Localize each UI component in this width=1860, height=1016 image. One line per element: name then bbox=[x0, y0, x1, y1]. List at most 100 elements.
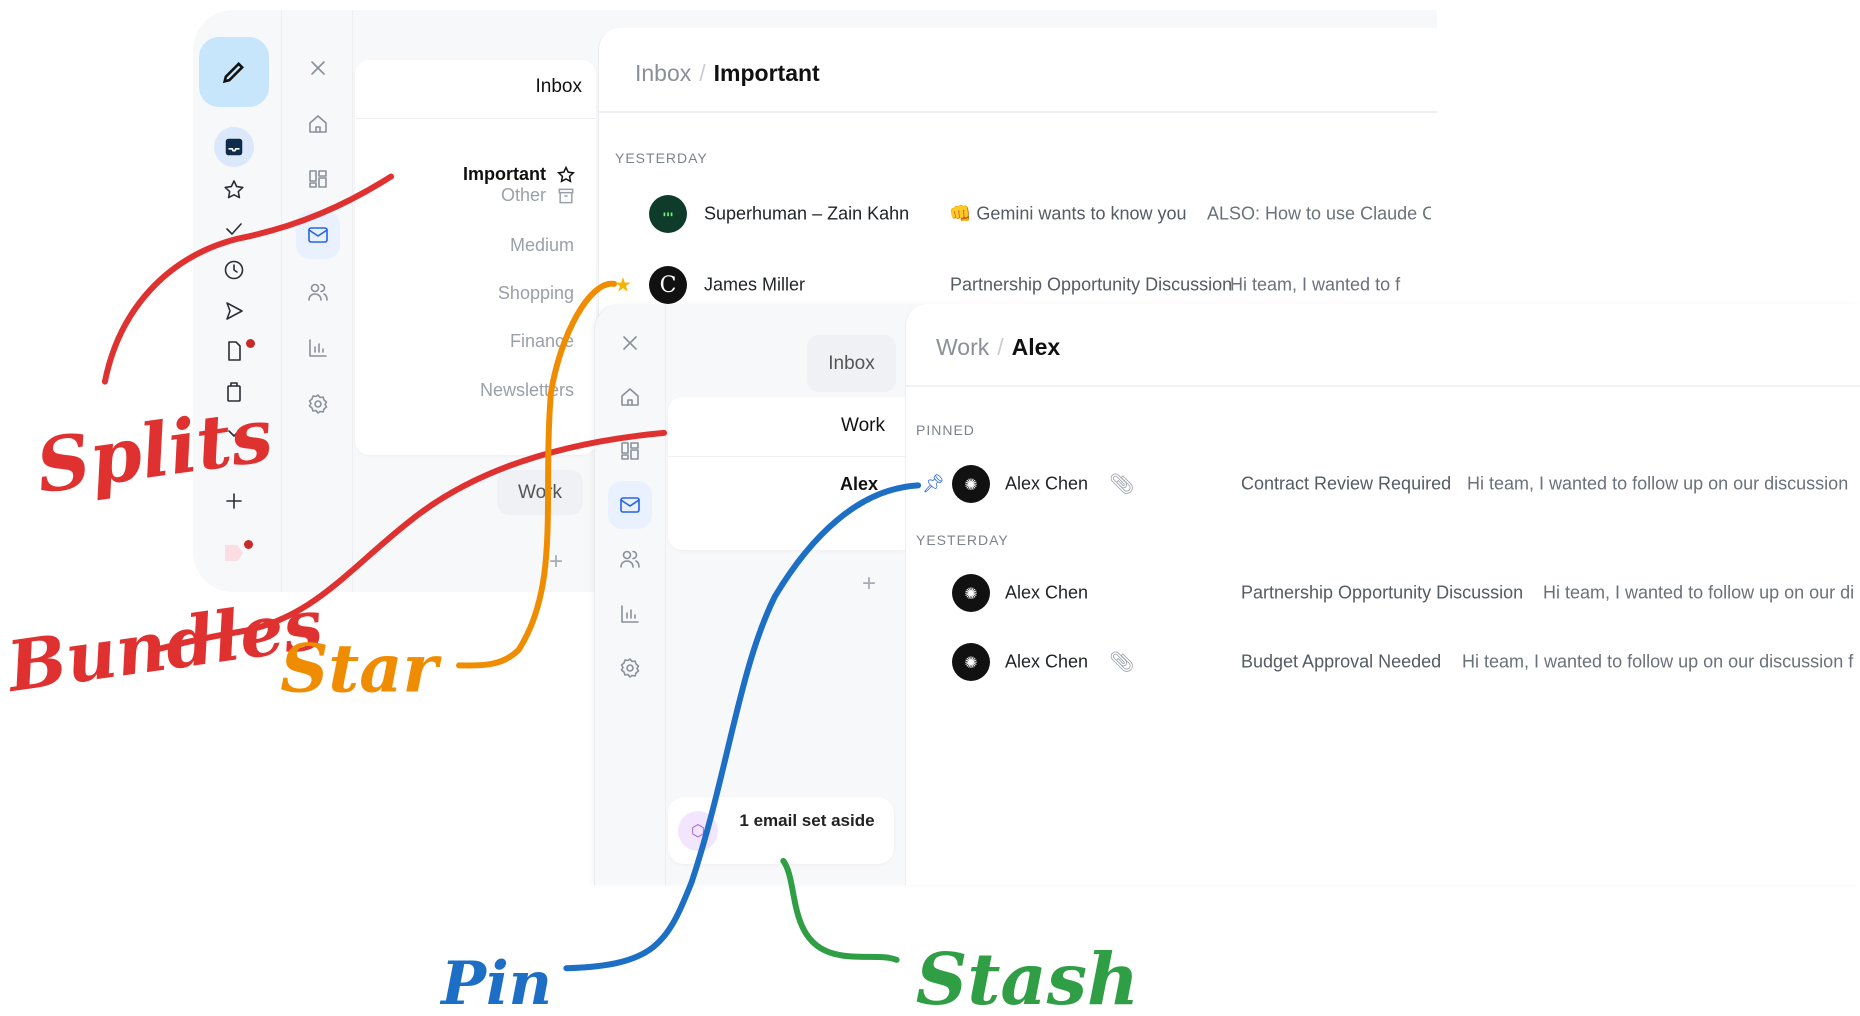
inbox-header: Inbox bbox=[535, 76, 582, 97]
preview: Hi team, I wanted to follow up on our di… bbox=[1467, 473, 1849, 494]
stash-label: 1 email set aside bbox=[739, 811, 875, 830]
pin-annotation: Pin bbox=[439, 949, 552, 1016]
email-row[interactable]: ★ C James Miller Partnership Opportunity… bbox=[599, 265, 1437, 305]
drafts-rail-icon[interactable] bbox=[220, 337, 248, 365]
add-bundle-icon[interactable]: + bbox=[549, 548, 564, 575]
clipboard-rail-icon[interactable] bbox=[220, 378, 248, 406]
superhuman-avatar: ▮▮▮ bbox=[649, 195, 687, 233]
starred-rail-icon[interactable] bbox=[220, 176, 248, 204]
page-title: Alex bbox=[1011, 334, 1061, 360]
email-list-panel: Work/Alex PINNED 📌︎ ✺ Alex Chen 📎︎ Contr… bbox=[905, 304, 1860, 885]
star-filled-icon[interactable]: ★ bbox=[614, 274, 632, 297]
avatar: ✺ bbox=[952, 643, 990, 681]
subject: 👊 Gemini wants to know you bbox=[949, 203, 1187, 224]
avatar: ✺ bbox=[952, 465, 990, 503]
left-rail bbox=[193, 10, 281, 592]
done-rail-icon[interactable] bbox=[220, 215, 248, 243]
split-medium[interactable]: Medium bbox=[509, 235, 574, 255]
paperclip-icon: 📎︎ bbox=[1109, 473, 1135, 496]
settings-icon[interactable] bbox=[616, 654, 644, 682]
bundle-alex[interactable]: Alex bbox=[839, 474, 878, 494]
bundle-card: Work Alex bbox=[668, 397, 905, 550]
star-annotation: Star bbox=[280, 629, 442, 708]
avatar: ✺ bbox=[952, 574, 990, 612]
email-row[interactable]: ✺ Alex Chen Partnership Opportunity Disc… bbox=[906, 573, 1860, 613]
email-row[interactable]: ▮▮▮ Superhuman – Zain Kahn 👊 Gemini want… bbox=[599, 194, 1437, 234]
inbox-pill[interactable]: Inbox bbox=[807, 335, 896, 392]
pin-icon[interactable]: 📌︎ bbox=[922, 473, 945, 494]
email-row[interactable]: ✺ Alex Chen 📎︎ Budget Approval Needed Hi… bbox=[906, 642, 1860, 682]
compose-button[interactable] bbox=[199, 37, 269, 107]
add-bundle-icon[interactable]: + bbox=[862, 570, 877, 597]
splits-card: Inbox Important Other Medium Shopping Fi… bbox=[355, 60, 596, 455]
settings-icon[interactable] bbox=[304, 390, 332, 418]
bundles-annotation: Bundles bbox=[1, 584, 328, 709]
preview: Hi team, I wanted to follow up on our di… bbox=[1462, 651, 1854, 672]
splits-icon[interactable] bbox=[304, 165, 332, 193]
section-yesterday: YESTERDAY bbox=[615, 150, 708, 166]
split-label: Other bbox=[500, 185, 546, 205]
inbox-icon bbox=[225, 138, 243, 156]
add-rail-icon[interactable] bbox=[220, 487, 248, 515]
clock-rail-icon[interactable] bbox=[220, 256, 248, 284]
bundles-panel: Inbox Work Alex + ⬡ 1 email set aside bbox=[666, 304, 905, 885]
splits-panel: Inbox Important Other Medium Shopping Fi… bbox=[353, 10, 596, 592]
paperclip-icon: 📎︎ bbox=[1109, 651, 1135, 674]
split-newsletters[interactable]: Newsletters bbox=[479, 380, 574, 400]
header-divider bbox=[599, 111, 1437, 113]
header-divider bbox=[906, 385, 1860, 387]
mail-icon[interactable] bbox=[608, 481, 652, 529]
sender: Alex Chen bbox=[1005, 473, 1089, 494]
subject: Partnership Opportunity Discussion bbox=[1241, 582, 1524, 603]
page-title: Important bbox=[713, 60, 820, 86]
subject: Partnership Opportunity Discussion bbox=[950, 274, 1233, 295]
sender: Alex Chen bbox=[1005, 651, 1089, 672]
mail-icon[interactable] bbox=[296, 211, 340, 259]
pencil-icon bbox=[222, 62, 244, 84]
stash-card[interactable]: ⬡ 1 email set aside bbox=[668, 797, 894, 864]
splits-icon[interactable] bbox=[616, 437, 644, 465]
bundle-work[interactable]: Work bbox=[841, 415, 885, 436]
close-icon[interactable] bbox=[616, 329, 644, 357]
contacts-icon[interactable] bbox=[304, 278, 332, 306]
sender: Alex Chen bbox=[1005, 582, 1089, 603]
label-badge-dot bbox=[244, 540, 253, 549]
analytics-icon[interactable] bbox=[304, 334, 332, 362]
section-yesterday: YESTERDAY bbox=[916, 532, 1009, 548]
split-finance[interactable]: Finance bbox=[509, 331, 574, 351]
divider bbox=[355, 118, 596, 119]
drafts-badge-dot bbox=[246, 339, 255, 348]
archive-icon bbox=[558, 188, 574, 203]
icon-nav bbox=[595, 304, 666, 885]
preview: Hi team, I wanted to follow up on our di bbox=[1543, 582, 1855, 603]
analytics-icon[interactable] bbox=[616, 600, 644, 628]
subject: Contract Review Required bbox=[1241, 473, 1452, 494]
label-tag-icon[interactable] bbox=[225, 545, 243, 561]
email-row[interactable]: 📌︎ ✺ Alex Chen 📎︎ Contract Review Requir… bbox=[906, 464, 1860, 504]
subject: Budget Approval Needed bbox=[1241, 651, 1442, 672]
preview: Hi team, I wanted to f bbox=[1230, 274, 1401, 295]
preview: ALSO: How to use Claude C bbox=[1207, 203, 1431, 224]
bundle-work-pill[interactable]: Work bbox=[497, 470, 583, 515]
sent-rail-icon[interactable] bbox=[220, 297, 248, 325]
breadcrumb-parent[interactable]: Inbox bbox=[635, 60, 692, 86]
split-other[interactable]: Other bbox=[501, 185, 576, 206]
stash-box-icon: ⬡ bbox=[678, 811, 718, 851]
split-important[interactable]: Important bbox=[463, 164, 576, 185]
home-icon[interactable] bbox=[616, 383, 644, 411]
breadcrumb: Inbox/Important bbox=[635, 60, 820, 86]
divider bbox=[668, 456, 905, 457]
close-icon[interactable] bbox=[304, 54, 332, 82]
stash-annotation: Stash bbox=[916, 937, 1139, 1016]
home-icon[interactable] bbox=[304, 110, 332, 138]
split-shopping[interactable]: Shopping bbox=[497, 283, 574, 303]
section-pinned: PINNED bbox=[916, 422, 975, 438]
chevron-down-icon[interactable] bbox=[220, 419, 248, 447]
contacts-icon[interactable] bbox=[616, 545, 644, 573]
avatar: C bbox=[649, 266, 687, 304]
icon-nav bbox=[281, 10, 353, 592]
front-window: Inbox Work Alex + ⬡ 1 email set aside Wo… bbox=[594, 304, 1860, 885]
breadcrumb-parent[interactable]: Work bbox=[936, 334, 990, 360]
inbox-rail-button[interactable] bbox=[214, 127, 254, 167]
sender: Superhuman – Zain Kahn bbox=[704, 203, 910, 224]
